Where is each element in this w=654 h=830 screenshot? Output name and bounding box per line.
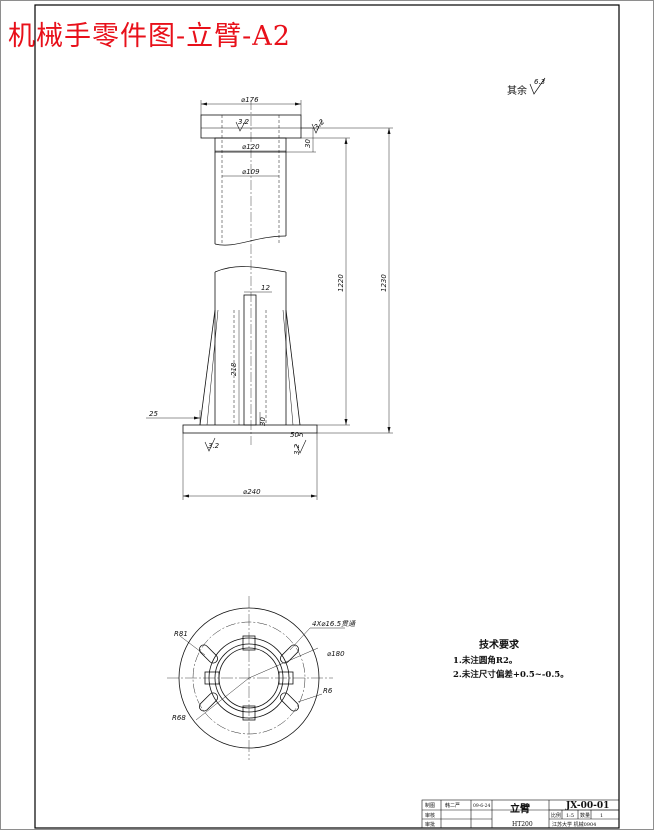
dim-rib-width: 12	[261, 284, 270, 292]
front-dimension-arrows	[183, 102, 391, 498]
tech-title: 技术要求	[479, 638, 520, 651]
drawing-no: JX-00-01	[565, 801, 609, 811]
front-dimensions	[146, 100, 393, 500]
svg-text:韩二严: 韩二严	[445, 802, 460, 809]
material: HT200	[512, 821, 533, 828]
upper-break-line	[214, 235, 287, 246]
svg-text:比例: 比例	[551, 812, 561, 819]
plan-view-labels: 4X⌀16.5贯通 R81 ⌀180 R6 R68	[172, 620, 356, 722]
plan-view	[167, 596, 345, 760]
label-r81: R81	[174, 630, 188, 638]
svg-text:3.2: 3.2	[293, 443, 301, 455]
rib-right	[285, 309, 301, 426]
collar	[214, 137, 287, 153]
svg-text:09-6-24: 09-6-24	[473, 803, 490, 809]
dim-top-dia: ⌀176	[241, 96, 259, 104]
tech-item-2: 2.未注尺寸偏差+0.5~-0.5。	[453, 669, 569, 680]
label-holes: 4X⌀16.5贯通	[312, 620, 356, 628]
inner-frame	[34, 4, 620, 829]
dim-edge: 25	[149, 410, 158, 418]
bolt-slot-lr	[280, 692, 299, 712]
title-block	[421, 799, 620, 829]
tech-item-1: 1.未注圆角R2。	[453, 655, 517, 666]
svg-text:3.2: 3.2	[238, 118, 250, 126]
page-title: 机械手零件图-立臂-A2	[8, 21, 291, 52]
label-r6: R6	[323, 687, 333, 695]
roughness-symbols	[204, 119, 323, 454]
label-r68: R68	[172, 714, 186, 722]
svg-text:制图: 制图	[425, 802, 435, 809]
front-dimension-labels: ⌀176 ⌀120 ⌀109 30 1220 1230 12 218 30 25…	[149, 96, 388, 496]
svg-text:6.3: 6.3	[534, 78, 545, 86]
bolt-slot-ul	[199, 644, 218, 664]
dim-1220: 1220	[337, 274, 345, 292]
dim-mark-50: 50	[290, 431, 299, 439]
title-block-text: 制图 审核 审批 韩二严 09-6-24 立臂 HT200 JX-00-01 比…	[425, 801, 609, 828]
front-view	[182, 100, 318, 445]
rib-slot-top	[242, 635, 256, 651]
base-plate	[182, 424, 318, 434]
dim-flange: 30	[304, 139, 312, 148]
svg-text:数量: 数量	[580, 812, 590, 819]
center-rib	[243, 294, 257, 426]
svg-text:3.2: 3.2	[313, 117, 327, 131]
svg-text:3.2: 3.2	[208, 442, 220, 450]
rib-slot-right	[278, 671, 294, 685]
tech-requirements: 技术要求 1.未注圆角R2。 2.未注尺寸偏差+0.5~-0.5。	[453, 638, 569, 680]
svg-text:审核: 审核	[425, 812, 435, 819]
dim-inner-120: ⌀120	[242, 143, 260, 151]
organization: 江苏大学 机械0904	[552, 821, 596, 828]
dim-thin-5: 5	[297, 432, 305, 437]
dim-base-dia: ⌀240	[243, 488, 261, 496]
part-name: 立臂	[510, 802, 530, 815]
svg-text:1: 1	[600, 813, 603, 819]
dim-rib-height: 218	[230, 362, 238, 376]
roughness-note: 其余 6.3	[507, 77, 546, 97]
dim-1230: 1230	[380, 274, 388, 292]
bolt-slot-ll	[199, 692, 218, 712]
rib-slot-left	[204, 671, 220, 685]
label-dia-180: ⌀180	[327, 650, 345, 658]
bolt-slot-ur	[280, 644, 299, 664]
dim-inner-109: ⌀109	[242, 168, 260, 176]
dim-rib-bottom: 30	[259, 417, 267, 426]
svg-text:其余: 其余	[507, 84, 527, 97]
svg-text:1:5: 1:5	[566, 813, 574, 819]
lower-break-line	[214, 266, 287, 273]
rib-left	[199, 309, 216, 426]
rib-slot-bottom	[242, 705, 256, 721]
svg-text:审批: 审批	[425, 821, 435, 828]
